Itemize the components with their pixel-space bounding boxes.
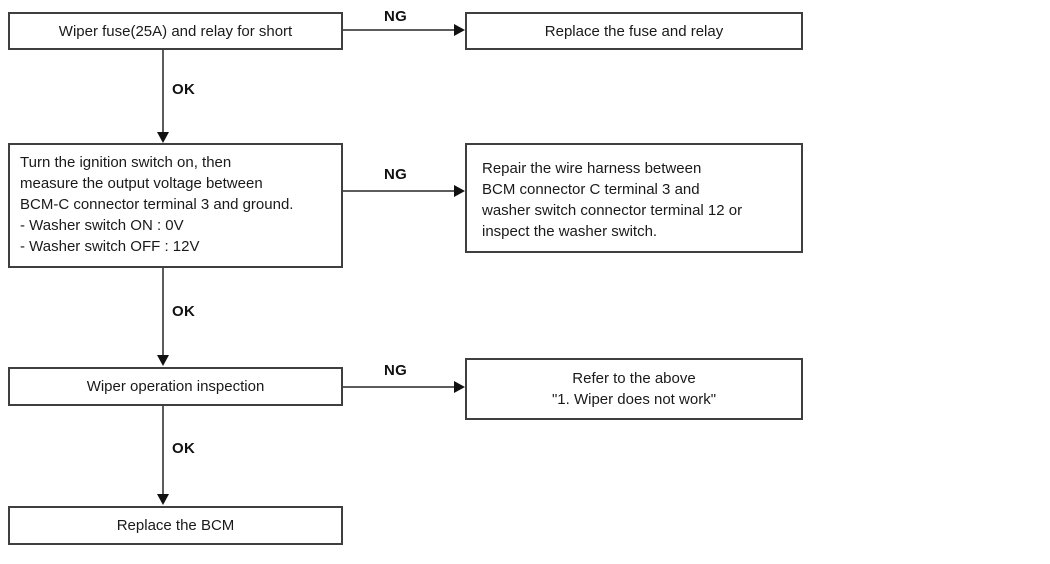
flow-connector-ok-2 xyxy=(162,268,164,356)
arrowhead-down-icon xyxy=(157,494,169,505)
flow-connector-ng-3 xyxy=(343,386,456,388)
flow-node-repair-harness-line: inspect the washer switch. xyxy=(482,223,658,240)
arrowhead-right-icon xyxy=(454,24,465,36)
flow-connector-ng-1 xyxy=(343,29,456,31)
flow-node-measure-voltage-line: measure the output voltage between xyxy=(20,175,263,192)
edge-label-ng-2: NG xyxy=(384,166,408,183)
flow-node-repair-harness-line: BCM connector C terminal 3 and xyxy=(482,181,700,198)
edge-label-ok-1: OK xyxy=(172,81,196,98)
flow-node-measure-voltage-line: Turn the ignition switch on, then xyxy=(20,154,232,171)
flow-connector-ok-3 xyxy=(162,406,164,495)
flow-node-replace-bcm: Replace the BCM xyxy=(8,506,343,545)
edge-label-ok-2: OK xyxy=(172,303,196,320)
flow-node-wiper-inspection: Wiper operation inspection xyxy=(8,367,343,406)
flow-node-measure-voltage: Turn the ignition switch on, then measur… xyxy=(8,143,343,268)
flow-node-replace-bcm-text: Replace the BCM xyxy=(116,517,235,534)
flow-connector-ng-2 xyxy=(343,190,456,192)
arrowhead-down-icon xyxy=(157,132,169,143)
flow-node-refer-above: Refer to the above "1. Wiper does not wo… xyxy=(465,358,803,420)
edge-label-ok-3: OK xyxy=(172,440,196,457)
flow-connector-ok-1 xyxy=(162,50,164,133)
flow-node-wiper-inspection-text: Wiper operation inspection xyxy=(86,378,265,395)
flow-node-repair-harness-line: washer switch connector terminal 12 or xyxy=(482,202,743,219)
arrowhead-down-icon xyxy=(157,355,169,366)
flow-node-measure-voltage-line: BCM-C connector terminal 3 and ground. xyxy=(20,196,294,213)
arrowhead-right-icon xyxy=(454,185,465,197)
edge-label-ng-3: NG xyxy=(384,362,408,379)
flow-node-measure-voltage-line: - Washer switch ON : 0V xyxy=(20,217,184,234)
flow-node-replace-fuse: Replace the fuse and relay xyxy=(465,12,803,50)
flow-node-repair-harness-line: Repair the wire harness between xyxy=(482,160,702,177)
flow-node-replace-fuse-text: Replace the fuse and relay xyxy=(544,22,724,40)
flow-node-check-fuse-text: Wiper fuse(25A) and relay for short xyxy=(58,22,293,40)
flow-node-measure-voltage-line: - Washer switch OFF : 12V xyxy=(20,238,200,255)
flow-node-refer-above-line: Refer to the above xyxy=(572,370,696,387)
flow-node-repair-harness: Repair the wire harness between BCM conn… xyxy=(465,143,803,253)
arrowhead-right-icon xyxy=(454,381,465,393)
flow-node-check-fuse: Wiper fuse(25A) and relay for short xyxy=(8,12,343,50)
edge-label-ng-1: NG xyxy=(384,8,408,25)
flow-node-refer-above-line: "1. Wiper does not work" xyxy=(551,391,717,408)
